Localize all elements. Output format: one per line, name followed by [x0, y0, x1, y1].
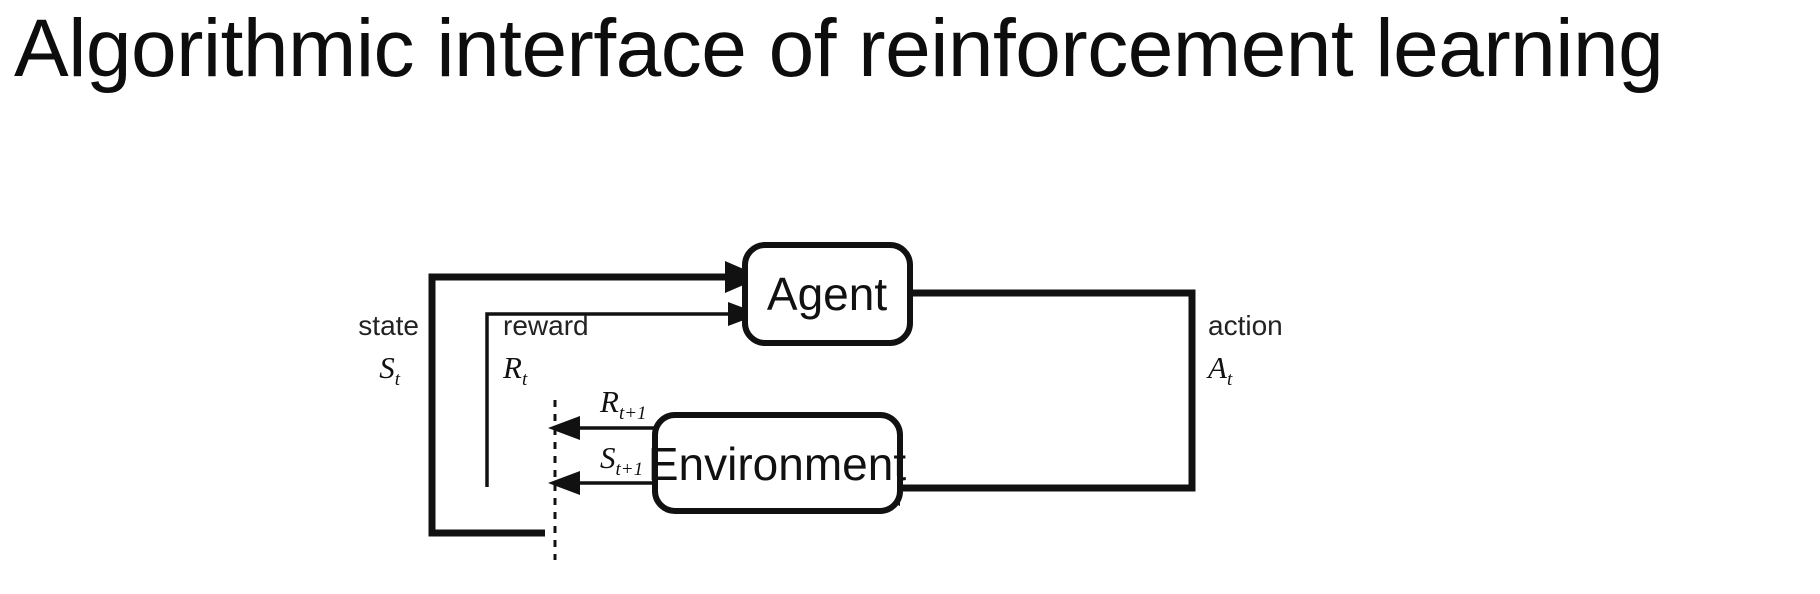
environment-box[interactable]	[652, 412, 903, 514]
reward-edge-symbol: Rt	[502, 350, 528, 390]
action-symbol-base: A	[1206, 350, 1228, 385]
reward-edge-label: reward	[503, 310, 589, 341]
next-reward-symbol: Rt+1	[599, 384, 647, 424]
agent-environment-loop-diagram: Agent Environment state St reward Rt act…	[358, 242, 1283, 560]
next-state-symbol: St+1	[600, 440, 643, 480]
next-state-symbol-base: S	[600, 440, 616, 475]
diagram-container: Agent Environment state St reward Rt act…	[0, 150, 1560, 594]
action-edge-label: action	[1208, 310, 1283, 341]
next-state-symbol-subscript: t+1	[616, 459, 644, 480]
action-symbol-subscript: t	[1227, 369, 1233, 390]
state-edge-label-group: state St	[358, 310, 419, 390]
reward-edge-label-group: reward Rt	[502, 310, 589, 390]
next-reward-arrowhead	[548, 416, 580, 440]
node-environment[interactable]: Environment	[648, 412, 906, 514]
agent-box[interactable]	[742, 242, 913, 346]
node-agent[interactable]: Agent	[742, 242, 913, 346]
state-symbol-subscript: t	[395, 369, 401, 390]
state-symbol-base: S	[379, 350, 395, 385]
state-edge-label: state	[358, 310, 419, 341]
page-title: Algorithmic interface of reinforcement l…	[14, 3, 1664, 94]
next-reward-symbol-base: R	[599, 384, 619, 419]
next-reward-symbol-subscript: t+1	[619, 403, 647, 424]
next-state-edge-path	[548, 471, 655, 495]
next-reward-edge-path	[548, 416, 655, 440]
action-edge-label-group: action At	[1206, 310, 1283, 390]
action-edge-symbol: At	[1206, 350, 1233, 390]
reward-symbol-base: R	[502, 350, 522, 385]
next-state-arrowhead	[548, 471, 580, 495]
state-edge-symbol: St	[379, 350, 401, 390]
environment-label: Environment	[648, 438, 906, 490]
agent-label: Agent	[767, 268, 887, 320]
reward-symbol-subscript: t	[522, 369, 528, 390]
